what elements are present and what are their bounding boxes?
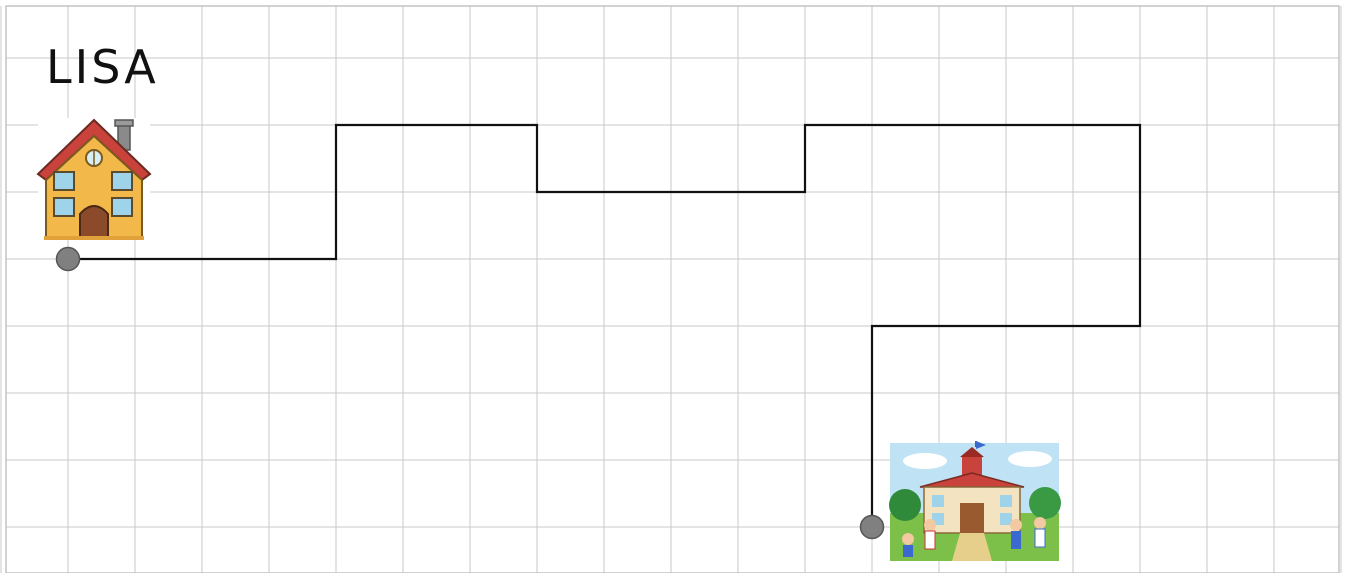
end-marker [861, 516, 884, 539]
name-label: LISA [46, 44, 159, 90]
house-icon [38, 118, 150, 240]
start-marker [57, 248, 80, 271]
school-icon [889, 441, 1061, 561]
